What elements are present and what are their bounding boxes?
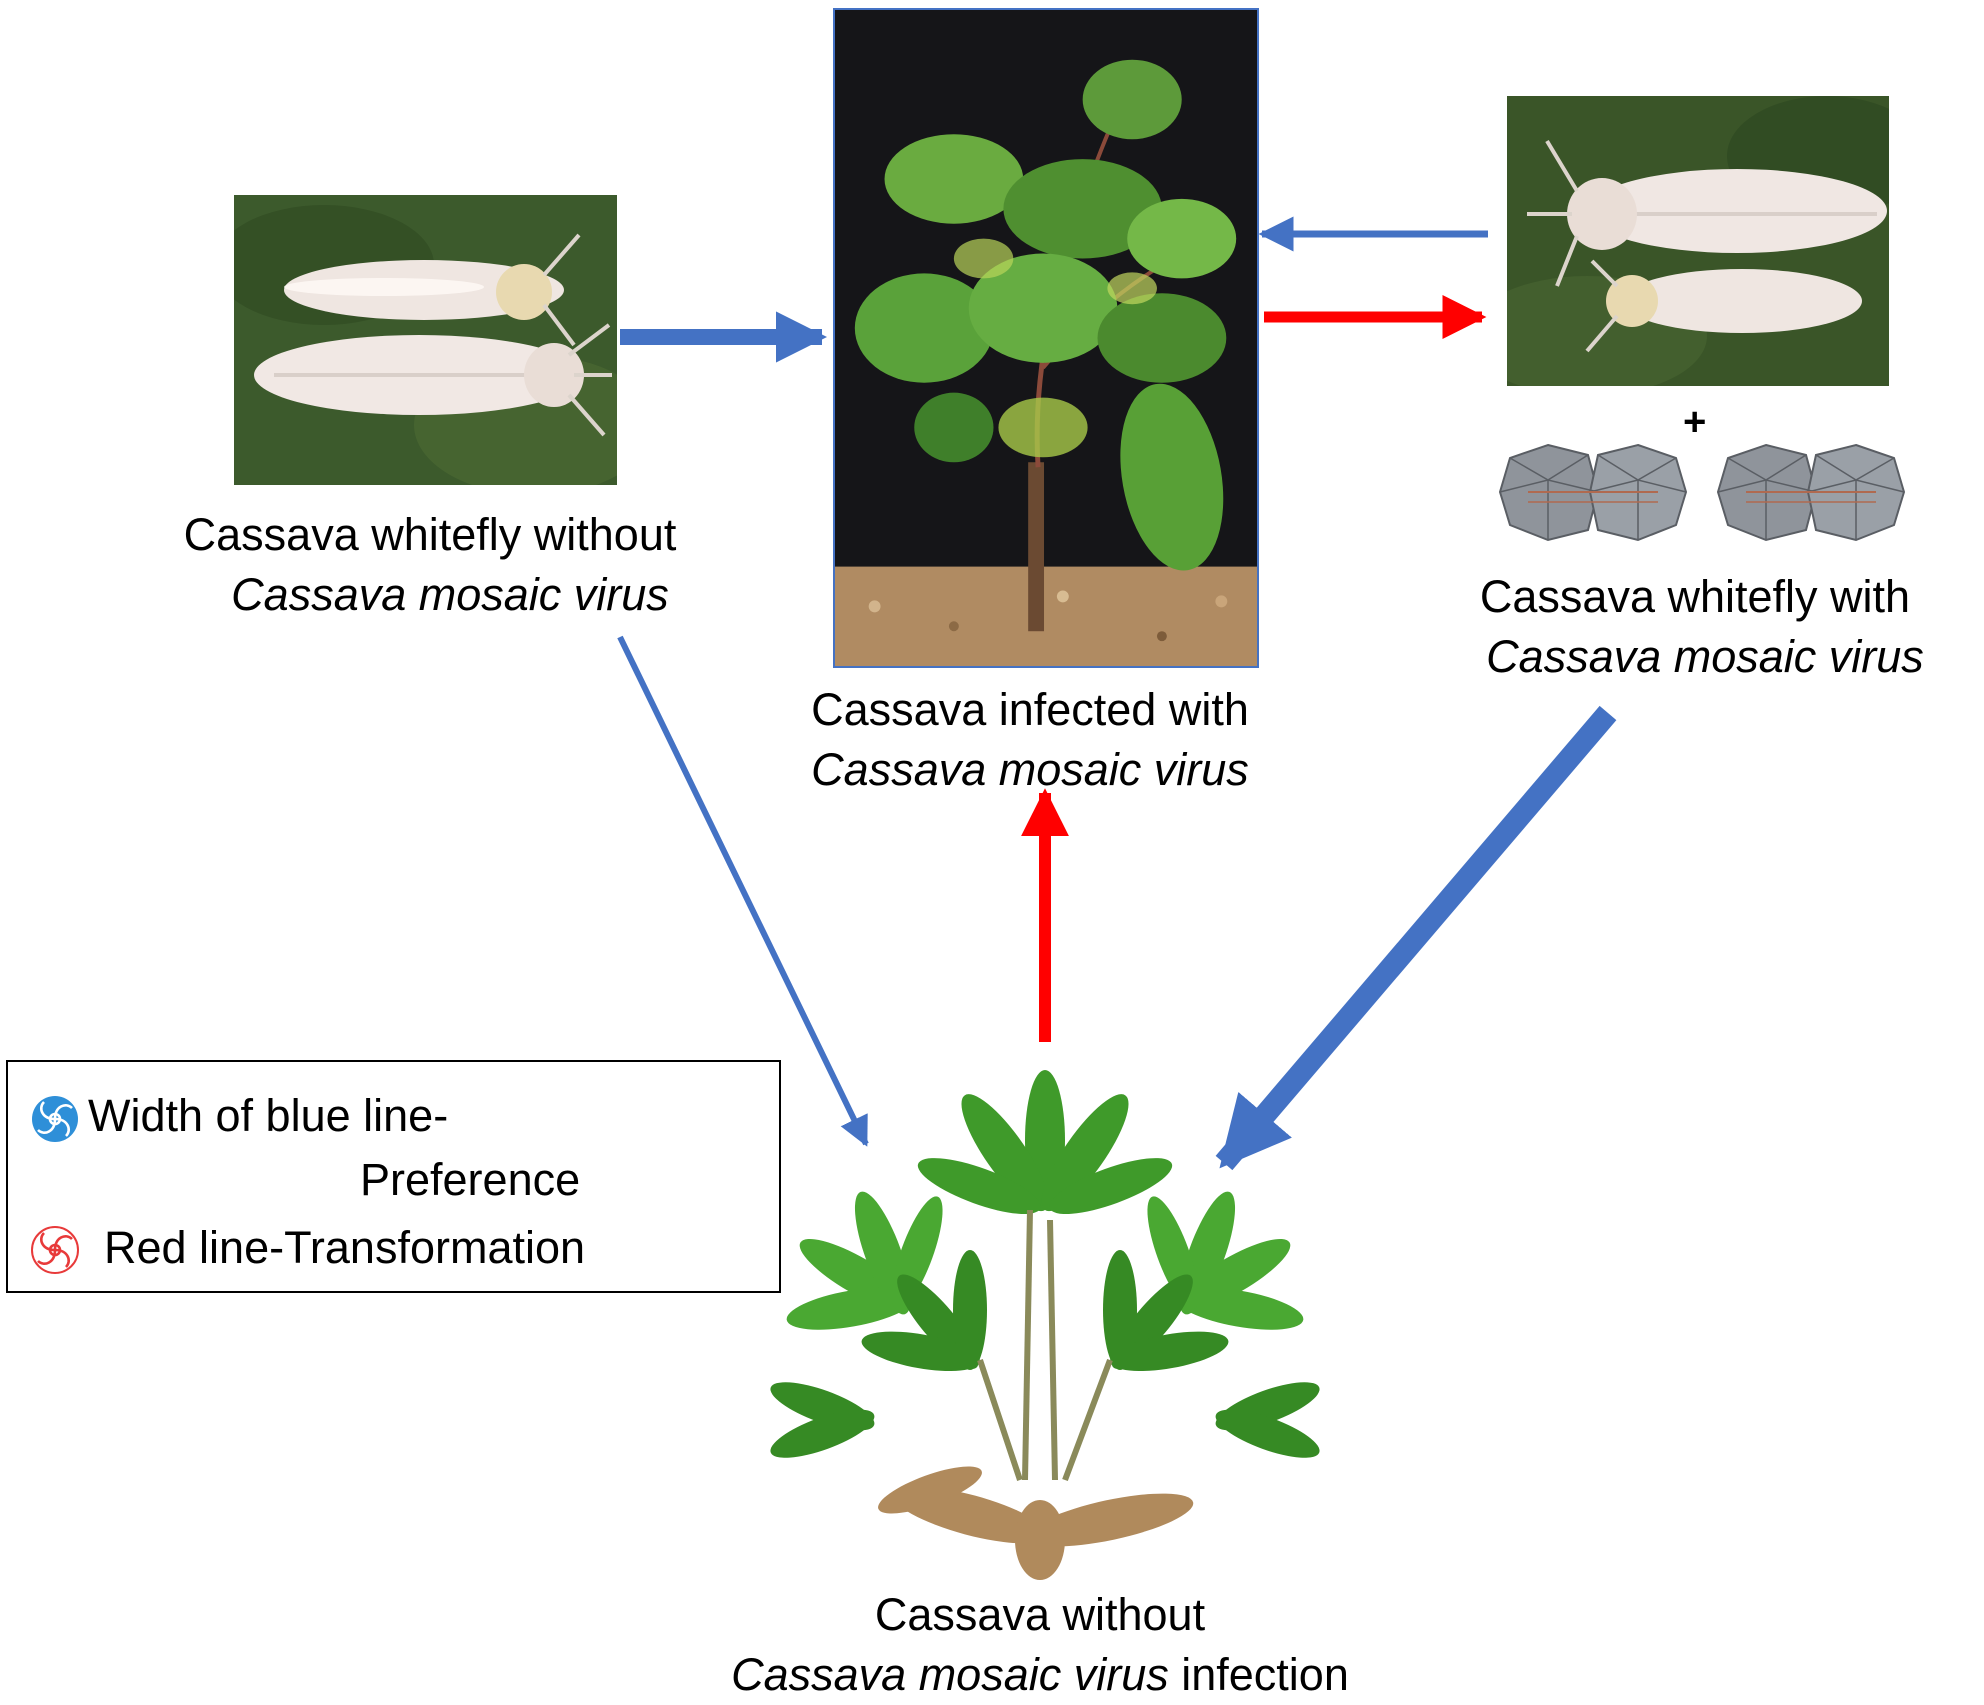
whitefly-without-virus-photo xyxy=(234,195,617,485)
infected-cassava-photo xyxy=(833,8,1259,668)
red-swirl-icon xyxy=(31,1226,79,1274)
label-healthy-line2-rest: infection xyxy=(1168,1649,1349,1700)
virus-particle-left-icon xyxy=(1498,440,1688,545)
label-whitefly-without-line1: Cassava whitefly without xyxy=(183,509,677,560)
label-whitefly-with-line2: Cassava mosaic virus xyxy=(1486,631,1924,682)
legend-blue-line2: Preference xyxy=(360,1154,581,1205)
label-whitefly-with-virus: Cassava whitefly with Cassava mosaic vir… xyxy=(1410,567,1980,687)
virus-particle-right-icon xyxy=(1716,440,1906,545)
label-whitefly-with-line1: Cassava whitefly with xyxy=(1479,571,1911,622)
blue-swirl-icon xyxy=(32,1096,78,1142)
label-healthy-line1: Cassava without xyxy=(874,1589,1206,1640)
label-infected-line2: Cassava mosaic virus xyxy=(811,744,1249,795)
plus-sign: + xyxy=(1683,400,1707,444)
label-whitefly-without-line2: Cassava mosaic virus xyxy=(231,569,669,620)
label-whitefly-without-virus: Cassava whitefly without Cassava mosaic … xyxy=(130,505,730,625)
legend-blue-line1: Width of blue line- xyxy=(88,1090,449,1141)
legend-box: Width of blue line- Preference Red line-… xyxy=(6,1060,781,1293)
whitefly-with-virus-photo xyxy=(1507,96,1889,386)
arrow-whitefly-without-to-healthy xyxy=(617,635,869,1147)
label-infected-line1: Cassava infected with xyxy=(811,684,1249,735)
label-healthy-cassava: Cassava without Cassava mosaic virus inf… xyxy=(640,1585,1440,1705)
legend-red-line: Red line-Transformation xyxy=(104,1222,586,1273)
arrow-whitefly-with-to-healthy xyxy=(1215,705,1617,1171)
label-healthy-line2-italic: Cassava mosaic virus xyxy=(731,1649,1169,1700)
label-infected-cassava: Cassava infected with Cassava mosaic vir… xyxy=(720,680,1340,800)
healthy-cassava-photo xyxy=(770,1050,1320,1580)
